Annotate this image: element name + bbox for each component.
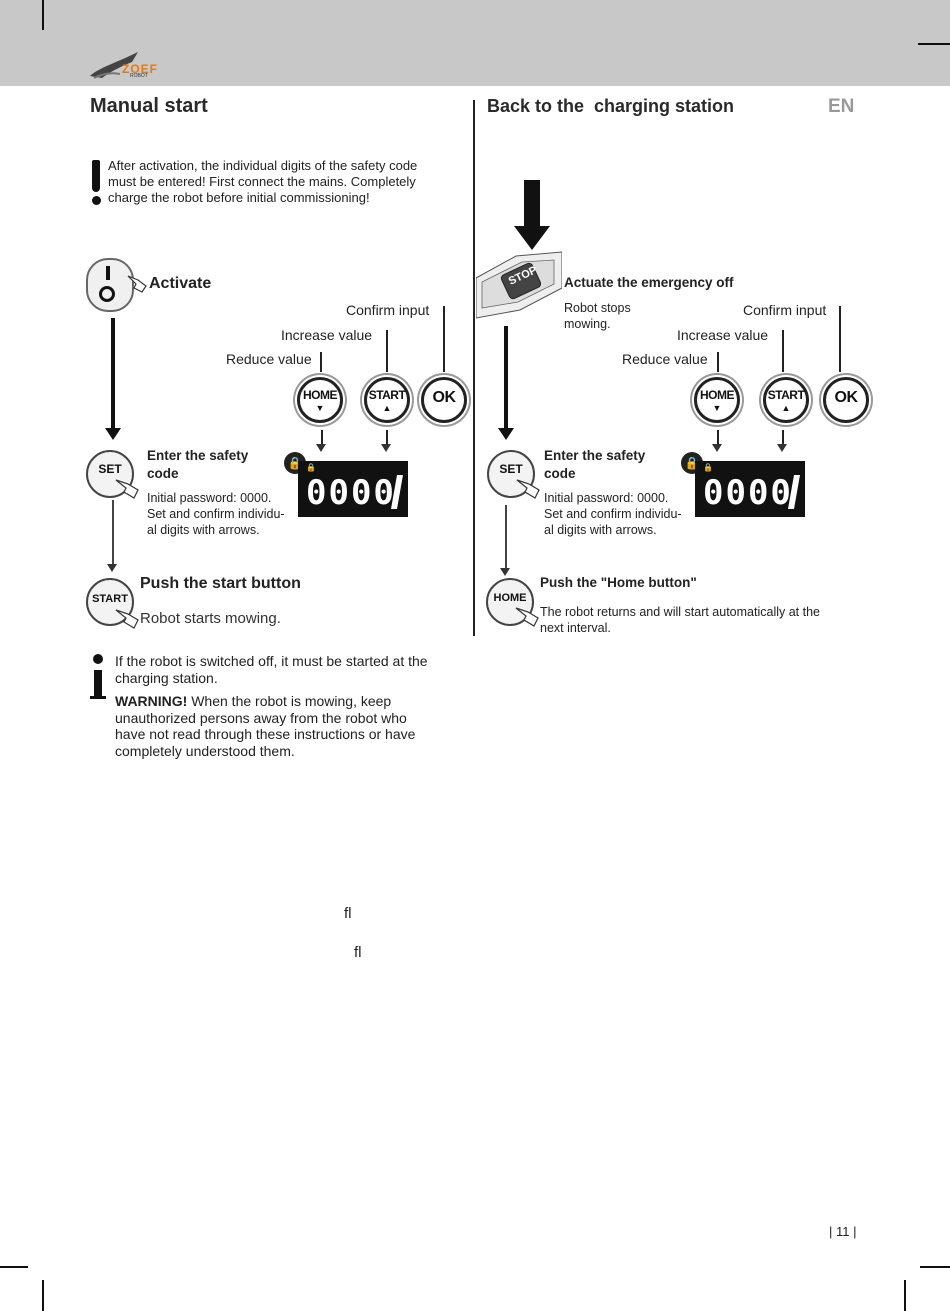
language-code: EN (828, 96, 854, 118)
hand-pointer-icon (514, 606, 540, 633)
warning-text: After activation, the individual digits … (108, 158, 443, 206)
warning-paragraph: WARNING! When the robot is mowing, keep … (115, 693, 440, 759)
crop-mark (918, 43, 950, 45)
home-button[interactable]: HOME▼ (297, 377, 343, 423)
leader-line (386, 330, 388, 372)
flow-arrow-line (112, 500, 114, 566)
home-button[interactable]: HOME▼ (694, 377, 740, 423)
hand-pointer-icon (126, 272, 148, 294)
start-button-label: START (766, 389, 806, 401)
set-label: SET (489, 462, 533, 476)
increase-value-label: Increase value (677, 327, 768, 343)
hand-pointer-icon (114, 608, 140, 635)
stop-button-image: STOP (476, 248, 562, 326)
small-lock-icon: 🔒 (306, 463, 318, 472)
safety-code-desc: Initial password: 0000. Set and confirm … (544, 490, 684, 538)
crop-mark (0, 1266, 28, 1268)
push-start-title: Push the start button (140, 575, 301, 593)
reduce-value-label: Reduce value (622, 351, 708, 367)
brand-logo: ZOEF ROBOT (88, 48, 180, 80)
hand-pointer-icon (515, 478, 541, 505)
leader-line (320, 352, 322, 372)
power-switch-icon (86, 258, 130, 312)
increase-value-label: Increase value (281, 327, 372, 343)
leader-line (839, 306, 841, 372)
down-arrow-icon (777, 444, 787, 452)
home-label: HOME (488, 592, 532, 604)
down-arrow-icon: ▼ (697, 402, 737, 414)
big-down-arrow-head (514, 226, 550, 250)
info-icon (90, 654, 106, 700)
right-section-title: Back to the charging station (487, 96, 734, 117)
reduce-value-label: Reduce value (226, 351, 312, 367)
page-number: | 11 | (829, 1224, 856, 1239)
column-divider (473, 100, 475, 636)
code-display: 🔒 0000 (695, 461, 805, 517)
code-digits: 0000 (306, 473, 396, 513)
big-down-arrow-icon (524, 180, 540, 228)
start-label: START (88, 593, 132, 605)
leader-line (717, 352, 719, 372)
exclamation-icon (89, 160, 103, 210)
stray-glyph: ﬂ (344, 905, 352, 922)
safety-code-desc: Initial password: 0000. Set and confirm … (147, 490, 287, 538)
ok-button-label: OK (826, 392, 866, 404)
safety-code-title: Enter the safety code (147, 447, 267, 483)
hand-pointer-icon (114, 478, 140, 505)
start-button[interactable]: START▲ (763, 377, 809, 423)
flow-arrow-line (504, 326, 508, 430)
up-arrow-icon: ▲ (766, 402, 806, 414)
crop-mark (920, 1266, 950, 1268)
confirm-input-label: Confirm input (346, 302, 429, 318)
up-arrow-icon: ▲ (367, 402, 407, 414)
left-section-title: Manual start (90, 95, 208, 118)
set-label: SET (88, 462, 132, 476)
leader-line (782, 330, 784, 372)
down-arrow-icon (107, 564, 117, 572)
safety-code-title: Enter the safety code (544, 447, 664, 483)
stray-glyph: ﬂ (354, 944, 362, 961)
crop-mark (42, 0, 44, 30)
activate-label: Activate (149, 275, 211, 293)
ok-button-label: OK (424, 392, 464, 404)
crop-mark (904, 1280, 906, 1311)
home-button-label: HOME (697, 389, 737, 401)
home-button-label: HOME (300, 389, 340, 401)
logo-subtext: ROBOT (130, 73, 148, 79)
small-lock-icon: 🔒 (703, 463, 715, 472)
code-digits: 0000 (703, 473, 793, 513)
flow-arrow-line (505, 505, 507, 571)
down-arrow-icon (712, 444, 722, 452)
crop-mark (42, 1280, 44, 1311)
push-home-desc: The robot returns and will start automat… (540, 604, 830, 636)
push-start-desc: Robot starts mowing. (140, 610, 281, 627)
flow-arrow-line (111, 318, 115, 430)
emergency-title: Actuate the emergency off (564, 274, 734, 292)
leader-line (443, 306, 445, 372)
down-arrow-icon (105, 428, 121, 440)
emergency-desc: Robot stops mowing. (564, 300, 644, 332)
down-arrow-icon (316, 444, 326, 452)
down-arrow-icon (381, 444, 391, 452)
info-text: If the robot is switched off, it must be… (115, 653, 440, 686)
confirm-input-label: Confirm input (743, 302, 826, 318)
start-button[interactable]: START▲ (364, 377, 410, 423)
warning-label: WARNING! (115, 693, 187, 709)
down-arrow-icon (498, 428, 514, 440)
ok-button[interactable]: OK (421, 377, 467, 423)
down-arrow-icon (500, 568, 510, 576)
ok-button[interactable]: OK (823, 377, 869, 423)
code-display: 🔒 0000 (298, 461, 408, 517)
down-arrow-icon: ▼ (300, 402, 340, 414)
start-button-label: START (367, 389, 407, 401)
push-home-title: Push the "Home button" (540, 574, 697, 592)
